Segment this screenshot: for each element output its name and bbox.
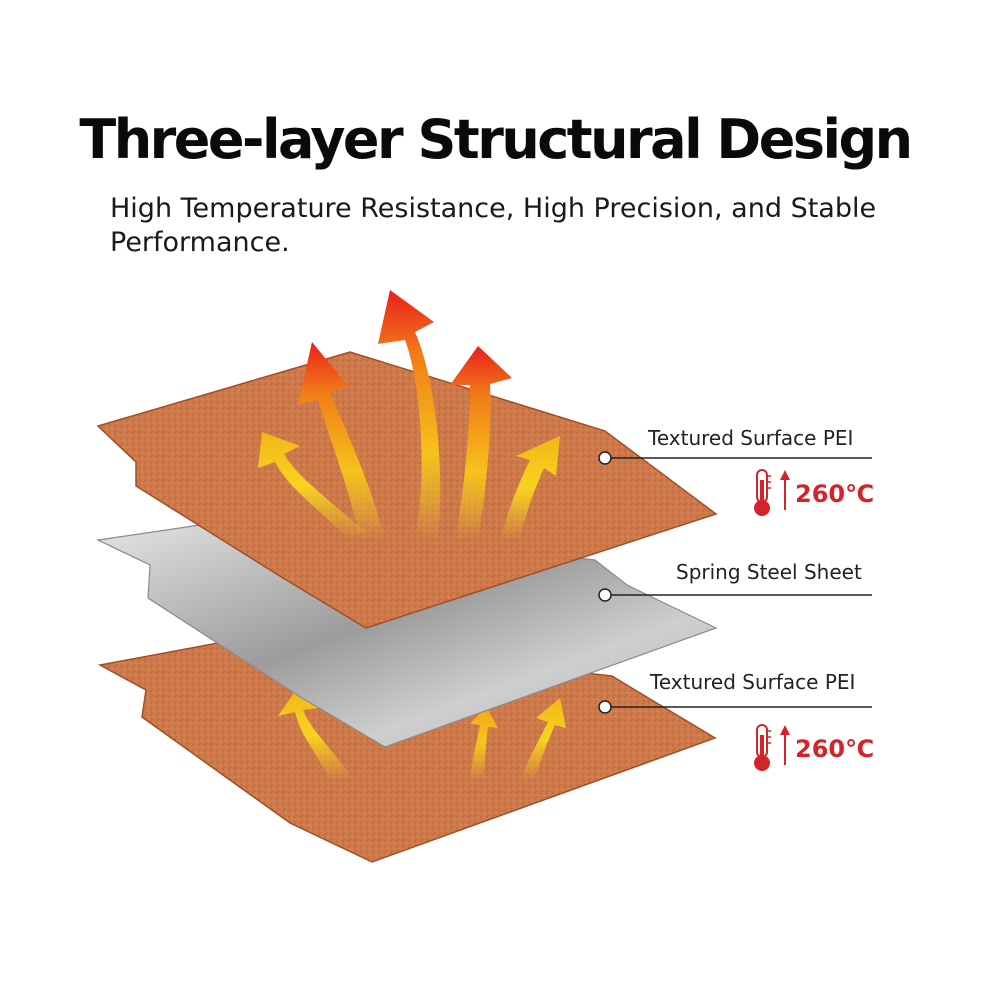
leader-steel — [598, 588, 872, 602]
page-subtitle: High Temperature Resistance, High Precis… — [110, 193, 877, 258]
thermometer-icon — [754, 724, 771, 771]
bottom-heat-arrows-icon — [278, 690, 566, 780]
temperature-bottom: 260℃ — [795, 735, 875, 763]
temperature-top: 260℃ — [795, 480, 875, 508]
thermometer-icon — [754, 469, 771, 516]
leader-pei-top — [598, 451, 872, 465]
top-heat-arrows-icon — [258, 290, 560, 540]
leader-pei-bottom — [598, 700, 872, 714]
layer-label-pei-top: Textured Surface PEI — [648, 426, 854, 450]
layer-label-pei-bottom: Textured Surface PEI — [650, 670, 856, 694]
up-arrow-icon — [780, 470, 790, 510]
up-arrow-icon — [780, 725, 790, 765]
top-pei-sheet — [96, 351, 718, 629]
page-title: Three-layer Structural Design — [79, 108, 913, 171]
layer-label-steel: Spring Steel Sheet — [676, 560, 862, 584]
